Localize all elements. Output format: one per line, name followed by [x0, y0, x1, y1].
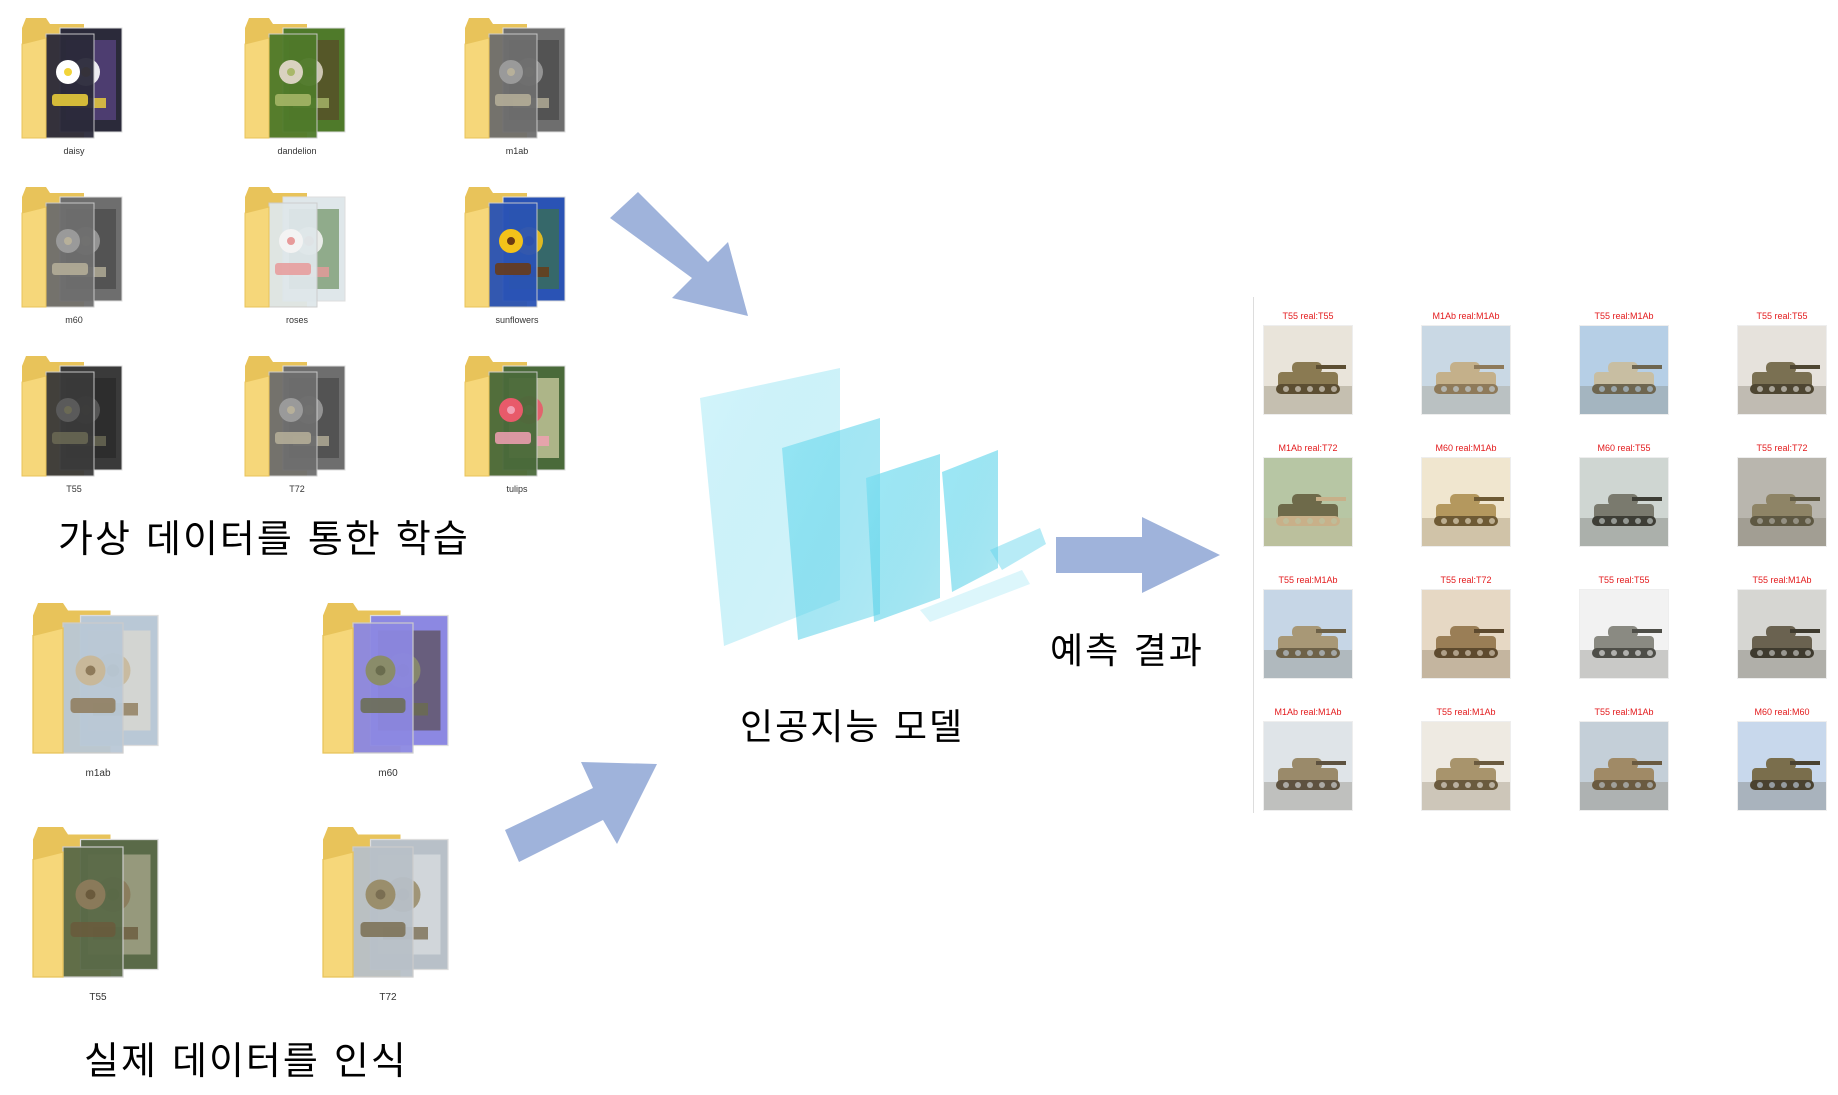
- prediction-cell[interactable]: T55 real:M1Ab: [1258, 575, 1358, 679]
- folder-label: m60: [378, 768, 398, 779]
- tank-image: [1263, 325, 1353, 415]
- prediction-label: T55 real:T55: [1756, 311, 1808, 321]
- prediction-cell[interactable]: T55 real:T55: [1574, 575, 1674, 679]
- folder-label: m60: [65, 315, 83, 325]
- prediction-cell[interactable]: T55 real:M1Ab: [1416, 707, 1516, 811]
- prediction-cell[interactable]: M60 real:M1Ab: [1416, 443, 1516, 547]
- folder-t55[interactable]: T55: [20, 352, 128, 494]
- folder-label: T55: [89, 992, 107, 1003]
- prediction-label: T55 real:T72: [1756, 443, 1808, 453]
- tank-image: [1579, 457, 1669, 547]
- prediction-label: T55 real:T55: [1282, 311, 1334, 321]
- folder-label: daisy: [63, 146, 85, 156]
- prediction-label: M60 real:M60: [1754, 707, 1810, 717]
- prediction-cell[interactable]: T55 real:T55: [1732, 311, 1832, 415]
- folder-label: roses: [285, 315, 308, 325]
- folder-t72[interactable]: T72: [243, 352, 351, 494]
- prediction-cell[interactable]: M1Ab real:M1Ab: [1416, 311, 1516, 415]
- prediction-cell[interactable]: M60 real:T55: [1574, 443, 1674, 547]
- prediction-cell[interactable]: T55 real:M1Ab: [1574, 311, 1674, 415]
- tank-image: [1737, 457, 1827, 547]
- model-caption: 인공지능 모델: [740, 707, 965, 748]
- folder-roses[interactable]: roses: [243, 183, 351, 325]
- real-folder-m60[interactable]: m60: [318, 598, 458, 779]
- real-folder-t55[interactable]: T55: [28, 822, 168, 1003]
- tank-image: [1421, 721, 1511, 811]
- prediction-label: T55 real:M1Ab: [1752, 575, 1812, 585]
- model-layers-icon: [700, 368, 1046, 646]
- folder-m60[interactable]: m60: [20, 183, 128, 325]
- prediction-label: T55 real:M1Ab: [1436, 707, 1496, 717]
- folder-label: sunflowers: [495, 315, 539, 325]
- prediction-cell[interactable]: M60 real:M60: [1732, 707, 1832, 811]
- prediction-label: T55 real:T55: [1598, 575, 1650, 585]
- prediction-label: M60 real:T55: [1597, 443, 1651, 453]
- tank-image: [1263, 589, 1353, 679]
- real-folder-t72[interactable]: T72: [318, 822, 458, 1003]
- folder-label: T55: [66, 484, 82, 494]
- tank-image: [1737, 589, 1827, 679]
- prediction-label: M1Ab real:M1Ab: [1432, 311, 1500, 321]
- tank-image: [1421, 325, 1511, 415]
- training-caption: 가상 데이터를 통한 학습: [58, 517, 470, 561]
- arrow-training-to-model: [610, 192, 748, 316]
- prediction-cell[interactable]: M1Ab real:T72: [1258, 443, 1358, 547]
- prediction-cell[interactable]: T55 real:M1Ab: [1732, 575, 1832, 679]
- folder-label: T72: [379, 992, 397, 1003]
- tank-image: [1263, 457, 1353, 547]
- folder-label: T72: [289, 484, 305, 494]
- prediction-cell[interactable]: T55 real:M1Ab: [1574, 707, 1674, 811]
- tank-image: [1737, 721, 1827, 811]
- prediction-cell[interactable]: T55 real:T72: [1416, 575, 1516, 679]
- arrow-real-to-model: [505, 762, 657, 862]
- folder-label: tulips: [506, 484, 528, 494]
- folder-dandelion[interactable]: dandelion: [243, 14, 351, 156]
- real-folder-m1ab[interactable]: m1ab: [28, 598, 168, 779]
- tank-image: [1579, 589, 1669, 679]
- prediction-label: T55 real:M1Ab: [1278, 575, 1338, 585]
- folder-label: m1ab: [505, 146, 529, 156]
- tank-image: [1579, 325, 1669, 415]
- prediction-label: T55 real:M1Ab: [1594, 311, 1654, 321]
- tank-image: [1579, 721, 1669, 811]
- tank-image: [1421, 589, 1511, 679]
- folder-tulips[interactable]: tulips: [463, 352, 571, 494]
- folder-label: dandelion: [277, 146, 317, 156]
- prediction-cell[interactable]: T55 real:T72: [1732, 443, 1832, 547]
- prediction-label: M1Ab real:M1Ab: [1274, 707, 1342, 717]
- prediction-cell[interactable]: M1Ab real:M1Ab: [1258, 707, 1358, 811]
- prediction-label: M60 real:M1Ab: [1435, 443, 1497, 453]
- prediction-results-panel: T55 real:T55 M1Ab real:M1Ab T55 real:M1A…: [1253, 297, 1834, 813]
- prediction-cell[interactable]: T55 real:T55: [1258, 311, 1358, 415]
- tank-image: [1263, 721, 1353, 811]
- prediction-label: M1Ab real:T72: [1278, 443, 1338, 453]
- folder-label: m1ab: [85, 768, 111, 779]
- folder-m1ab[interactable]: m1ab: [463, 14, 571, 156]
- results-caption: 예측 결과: [1050, 631, 1204, 672]
- tank-image: [1421, 457, 1511, 547]
- folder-daisy[interactable]: daisy: [20, 14, 128, 156]
- tank-image: [1737, 325, 1827, 415]
- real-caption: 실제 데이터를 인식: [84, 1039, 408, 1083]
- arrow-model-to-results: [1056, 517, 1220, 593]
- prediction-label: T55 real:M1Ab: [1594, 707, 1654, 717]
- folder-sunflowers[interactable]: sunflowers: [463, 183, 571, 325]
- prediction-label: T55 real:T72: [1440, 575, 1492, 585]
